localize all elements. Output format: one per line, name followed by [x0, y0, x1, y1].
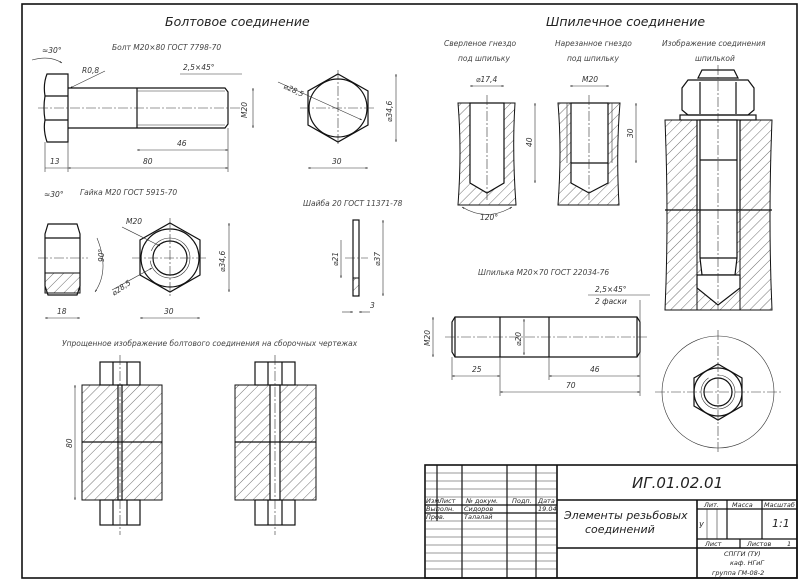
bolt-drawing: Болт М20×80 ГОСТ 7798-70 ≈30° R0,8 2,5×4… [31, 43, 397, 172]
org-line3: группа ГМ-08-2 [712, 569, 764, 577]
col-izm: Изм [426, 497, 439, 505]
row2-role: Пров. [426, 513, 445, 521]
stud-chamfer-note: 2 фаски [595, 297, 627, 306]
org-line2: каф. НГиГ [730, 559, 765, 567]
nut-height: 18 [57, 307, 67, 316]
org-line1: СПГГИ (ТУ) [724, 550, 761, 558]
drilled-hole-label-1: Сверленое гнездо [444, 39, 517, 48]
row1-date: 19.04 [538, 505, 557, 513]
nut-thread: М20 [126, 217, 142, 226]
threaded-hole-thread: М20 [582, 75, 598, 84]
drilled-hole-diam: ⌀17,4 [476, 75, 497, 84]
stud-thread: М20 [423, 330, 432, 346]
bolt-circle-diam: ⌀28,5 [282, 82, 305, 99]
threaded-hole-label-1: Нарезанное гнездо [555, 39, 632, 48]
washer-drawing: Шайба 20 ГОСТ 11371-78 ⌀21 ⌀37 3 [303, 199, 403, 313]
stud-chamfer: 2,5×45° [595, 285, 627, 294]
simplified-dim: 80 [65, 438, 74, 448]
scale-value: 1:1 [772, 517, 790, 530]
bolt-hex-width: 30 [332, 157, 342, 166]
simplified-bolt-connection: Упрощенное изображение болтового соедине… [62, 339, 358, 535]
stud-assembly-label-2: шпилькой [695, 54, 735, 63]
threaded-hole-label-2: под шпильку [567, 54, 619, 63]
lit-label: Лит. [703, 501, 719, 509]
bolt-chamfer: 2,5×45° [183, 63, 215, 72]
title-block: Изм Лист № докум. Подп. Дата Выполн. Сид… [424, 464, 798, 579]
sheets-label: Листов [746, 540, 771, 548]
washer-outer-diam: ⌀37 [373, 252, 382, 266]
col-list: Лист [438, 497, 456, 505]
col-date: Дата [537, 497, 555, 505]
stud-assembly-label-1: Изображение соединения [662, 39, 766, 48]
drilled-hole-drawing: Сверленое гнездо под шпильку ⌀17,4 40 12… [444, 39, 536, 222]
row1-name: Сидоров [464, 505, 493, 513]
stud-length: 70 [566, 381, 576, 390]
bolt-length: 80 [143, 157, 153, 166]
washer-thickness: 3 [370, 301, 375, 310]
row2-name: Талалай [464, 513, 492, 521]
stud-diam: ⌀20 [514, 332, 523, 346]
washer-label: Шайба 20 ГОСТ 11371-78 [303, 199, 403, 208]
sheets-value: 1 [787, 540, 791, 548]
drawing-designation: ИГ.01.02.01 [632, 474, 723, 492]
stud-right-length: 46 [590, 365, 600, 374]
bolt-head-height: 13 [50, 157, 60, 166]
stud-left-length: 25 [472, 365, 482, 374]
drilled-hole-label-2: под шпильку [458, 54, 510, 63]
col-doc: № докум. [465, 497, 498, 505]
nut-drawing: Гайка М20 ГОСТ 5915-70 ≈30° 90° 18 М20 ⌀… [38, 188, 230, 319]
drawing-title-line2: соединений [585, 523, 655, 536]
scale-label: Масштаб [764, 501, 795, 509]
bolt-thread-length: 46 [177, 139, 187, 148]
nut-hex-diam: ⌀34,6 [218, 251, 227, 272]
bolt-radius: R0,8 [82, 66, 99, 75]
drawing-title-line1: Элементы резьбовых [563, 509, 688, 522]
bolt-label: Болт М20×80 ГОСТ 7798-70 [112, 43, 221, 52]
lit-value: У [699, 521, 704, 530]
nut-angle: ≈30° [44, 190, 64, 199]
sheet-label: Лист [704, 540, 722, 548]
bolt-angle: ≈30° [42, 46, 62, 55]
threaded-hole-drawing: Нарезанное гнездо под шпильку М20 30 [555, 39, 637, 206]
nut-label: Гайка М20 ГОСТ 5915-70 [80, 188, 177, 197]
mass-label: Масса [732, 501, 753, 509]
bolt-hex-diam: ⌀34,6 [385, 101, 394, 122]
bolt-thread-dim: М20 [240, 102, 249, 118]
drilled-hole-depth: 40 [525, 137, 534, 147]
threaded-hole-depth: 30 [626, 128, 635, 138]
nut-angle2: 90° [97, 248, 106, 262]
nut-hex-width: 30 [164, 307, 174, 316]
col-sign: Подп. [512, 497, 532, 505]
row1-role: Выполн. [426, 505, 454, 513]
stud-drawing: Шпилька М20×70 ГОСТ 22034-76 2,5×45° 2 ф… [423, 268, 650, 396]
stud-label: Шпилька М20×70 ГОСТ 22034-76 [478, 268, 609, 277]
stud-assembly-drawing: Изображение соединения шпилькой [655, 39, 781, 454]
bolt-connection-title: Болтовое соединение [165, 14, 310, 29]
drilled-hole-angle: 120° [480, 213, 498, 222]
simplified-label: Упрощенное изображение болтового соедине… [62, 339, 358, 348]
sheet-frame [21, 3, 798, 579]
washer-inner-diam: ⌀21 [331, 252, 340, 266]
stud-connection-title: Шпилечное соединение [546, 14, 705, 29]
nut-circle-diam: ⌀28,5 [110, 278, 133, 298]
